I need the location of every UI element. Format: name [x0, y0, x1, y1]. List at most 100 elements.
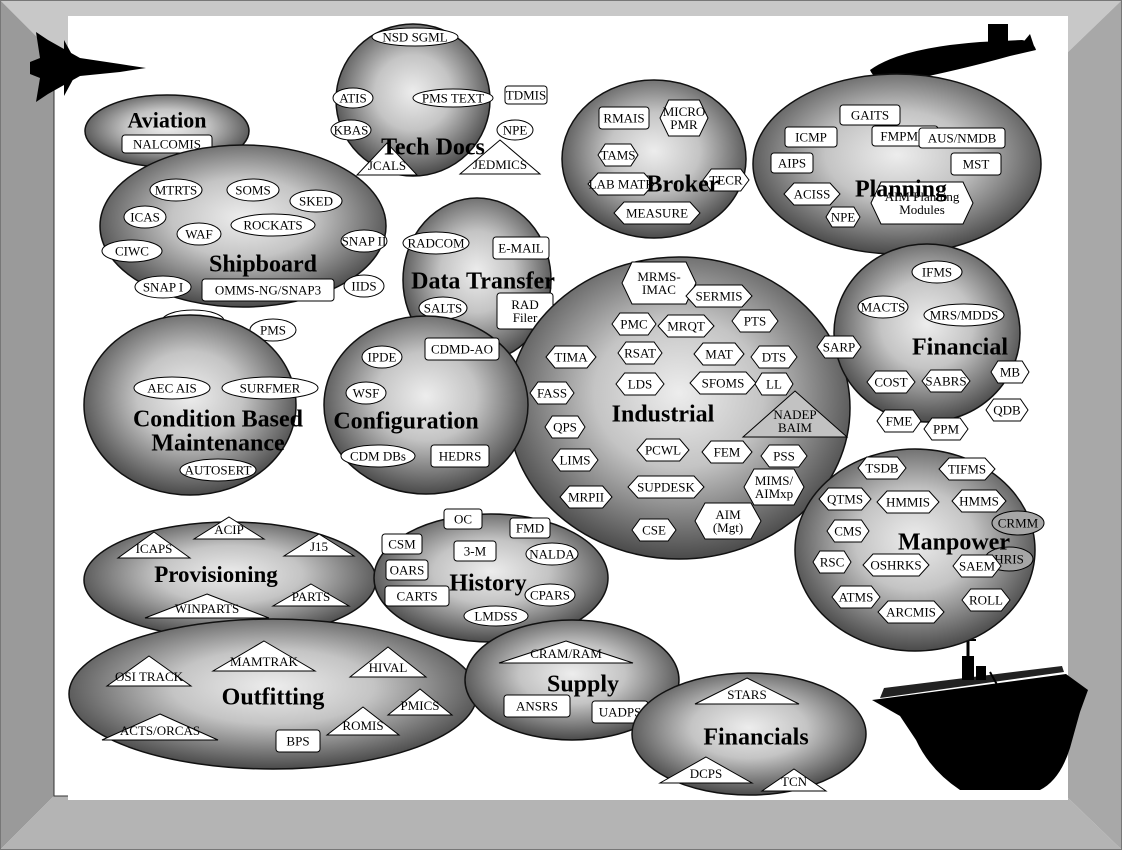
group-title: Condition Based — [133, 406, 304, 432]
system-label: SERMIS — [696, 289, 743, 304]
system-label: E-MAIL — [498, 241, 544, 256]
system-label: ROLL — [969, 593, 1003, 608]
system-surfmer: SURFMER — [221, 376, 319, 400]
system-mat: MAT — [693, 342, 745, 366]
system-label: ROCKATS — [243, 218, 302, 233]
system-roll: ROLL — [961, 588, 1011, 612]
system-label: JEDMICS — [473, 157, 527, 172]
system-label: ICAPS — [136, 541, 173, 556]
system-aim-mgt: AIM(Mgt) — [694, 502, 762, 540]
system-cram-ram: CRAM/RAM — [498, 640, 634, 664]
system-label: FEM — [714, 445, 741, 460]
system-label: MRMS- — [637, 269, 680, 284]
system-label: SNAP II — [342, 234, 387, 249]
group-title: Data Transfer — [411, 268, 555, 294]
system-fmd: FMD — [509, 517, 551, 539]
system-sarp: SARP — [816, 335, 862, 359]
system-label: MACTS — [861, 300, 906, 315]
system-label: WINPARTS — [175, 601, 239, 616]
system-label: DCPS — [690, 766, 723, 781]
system-label: RSC — [820, 555, 845, 570]
group-bubble — [83, 314, 297, 496]
system-pts: PTS — [731, 309, 779, 333]
system-label: FASS — [537, 386, 567, 401]
system-label: PPM — [933, 422, 959, 437]
system-tams: TAMS — [597, 143, 639, 167]
system-jcals: JCALS — [355, 142, 419, 176]
system-tcn: TCN — [760, 768, 828, 792]
system-cdmd-ao: CDMD-AO — [424, 337, 500, 361]
system-dts: DTS — [750, 345, 798, 369]
system-lab-mate: LAB MATE — [587, 172, 655, 196]
system-label: RAD — [511, 297, 538, 312]
system-label: PSS — [773, 449, 795, 464]
system-label: CDM DBs — [350, 449, 406, 464]
system-label: SABRS — [925, 374, 966, 389]
system-sabrs: SABRS — [921, 369, 971, 393]
system-pmc: PMC — [611, 312, 657, 336]
system-autosert: AUTOSERT — [179, 458, 257, 482]
group-title: Maintenance — [151, 430, 285, 456]
group-bubble — [631, 672, 867, 796]
system-label: OC — [454, 512, 472, 527]
system-label: NALCOMIS — [133, 137, 201, 152]
system-arcmis: ARCMIS — [877, 600, 945, 624]
system-label: DTS — [762, 350, 787, 365]
system-rsat: RSAT — [617, 341, 663, 365]
system-label: SNAP I — [143, 280, 183, 295]
system-snap-i: SNAP I — [134, 275, 192, 299]
system-romis: ROMIS — [325, 706, 401, 736]
system-waf: WAF — [176, 222, 222, 246]
system-lds: LDS — [615, 372, 665, 396]
system-label: CIWC — [115, 244, 149, 259]
system-pcwl: PCWL — [636, 438, 690, 462]
system-label: RMAIS — [603, 111, 644, 126]
system-label: AIPS — [778, 156, 806, 171]
system-sked: SKED — [289, 189, 343, 213]
system-cpars: CPARS — [524, 583, 576, 607]
system-label: PMC — [620, 317, 647, 332]
system-aec-ais: AEC AIS — [133, 376, 211, 400]
system-label: COST — [874, 375, 907, 390]
system-label: CRMM — [998, 516, 1039, 531]
system-label: NPE — [831, 210, 856, 225]
system-mtrts: MTRTS — [149, 178, 203, 202]
group-title: Tech Docs — [381, 134, 485, 160]
system-label: ROMIS — [342, 718, 383, 733]
system-label: SFOMS — [702, 376, 745, 391]
system-nalcomis: NALCOMIS — [121, 134, 213, 154]
system-tdmis: TDMIS — [504, 85, 548, 105]
system-label: QTMS — [827, 492, 863, 507]
system-label: LL — [766, 377, 782, 392]
system-pss: PSS — [760, 444, 808, 468]
system-label: TDMIS — [506, 88, 546, 103]
system-label: IIDS — [351, 279, 376, 294]
system-ppm: PPM — [923, 417, 969, 441]
system-ansrs: ANSRS — [503, 694, 571, 718]
fighter-jet-icon — [30, 32, 146, 102]
system-label: OSI TRACK — [115, 669, 184, 684]
system-e-mail: E-MAIL — [492, 236, 550, 260]
system-label: SOMS — [235, 183, 270, 198]
system-sermis: SERMIS — [685, 284, 753, 308]
system-mrs-mdds: MRS/MDDS — [923, 303, 1005, 327]
system-aus-nmdb: AUS/NMDB — [918, 127, 1006, 149]
system-label: TIFMS — [948, 462, 986, 477]
system-jedmics: JEDMICS — [458, 139, 542, 175]
system-label: HEDRS — [439, 449, 482, 464]
system-cms: CMS — [826, 519, 870, 543]
system-label: PCWL — [645, 443, 681, 458]
system-fem: FEM — [701, 440, 753, 464]
system-acts-orcas: ACTS/ORCAS — [101, 713, 219, 741]
system-label: SUPDESK — [637, 480, 695, 495]
group-title: Financial — [912, 334, 1008, 360]
system-label: SURFMER — [240, 381, 301, 396]
system-label: NSD SGML — [382, 30, 447, 45]
system-label: WAF — [185, 227, 212, 242]
